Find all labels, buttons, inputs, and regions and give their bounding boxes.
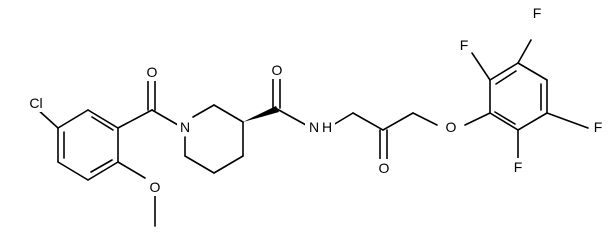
bond (412, 112, 438, 126)
bond (117, 109, 153, 129)
atom-oxygen-carboxamide: O (269, 61, 285, 79)
bond (489, 62, 519, 81)
bond (87, 161, 119, 181)
atom-label: N (309, 119, 319, 135)
atom-label: O (272, 62, 283, 78)
wedge-bond (243, 106, 279, 122)
bond (517, 62, 548, 81)
bond (192, 104, 215, 118)
atom-fluorine: F (530, 4, 544, 22)
bond (464, 112, 491, 126)
atom-fluorine: F (511, 158, 525, 176)
bond (352, 112, 384, 131)
bond (151, 109, 179, 126)
atom-oxygen-benzoyl: O (144, 63, 160, 81)
bond (517, 112, 548, 131)
bond (332, 112, 354, 126)
atom-label: O (379, 160, 390, 176)
atom-oxygen-ether: O (443, 118, 459, 136)
chemical-structure-diagram: Cl O O N O N H O O (23, 4, 605, 227)
atom-nitrogen-piperidine: N (177, 118, 193, 136)
bond (213, 155, 244, 174)
atom-label: O (147, 64, 158, 80)
bonds (35, 39, 589, 227)
bond (471, 52, 491, 81)
atom-label: O (150, 179, 161, 195)
atom-label: F (594, 119, 603, 135)
atom-oxygen-methoxy: O (147, 178, 163, 196)
atom-label: F (460, 37, 469, 53)
bond (57, 161, 89, 181)
bond (382, 112, 414, 131)
atom-labels: Cl O O N O N H O O (23, 4, 605, 196)
atom-label: O (446, 119, 457, 135)
aromatic-bond (91, 116, 114, 131)
aromatic-bond (495, 70, 517, 85)
bond (517, 39, 532, 64)
atom-nitrogen-amide: N H (305, 118, 335, 136)
bond (87, 109, 119, 129)
bond (213, 104, 244, 123)
bond (117, 161, 146, 179)
atom-oxygen-ketone: O (376, 159, 392, 177)
atom-label: F (514, 159, 523, 175)
bond (276, 108, 307, 126)
atom-label: Cl (29, 95, 42, 111)
atom-chlorine: Cl (23, 94, 49, 112)
aromatic-bond (90, 159, 113, 173)
atom-fluorine: F (591, 118, 605, 136)
atom-label: F (533, 5, 542, 21)
bond (489, 112, 519, 131)
atom-label: H (322, 119, 332, 135)
bond (546, 112, 589, 129)
bond (57, 109, 89, 129)
bond (184, 155, 215, 174)
atom-label: N (180, 119, 190, 135)
atom-fluorine: F (457, 36, 471, 54)
aromatic-bond (494, 111, 516, 125)
